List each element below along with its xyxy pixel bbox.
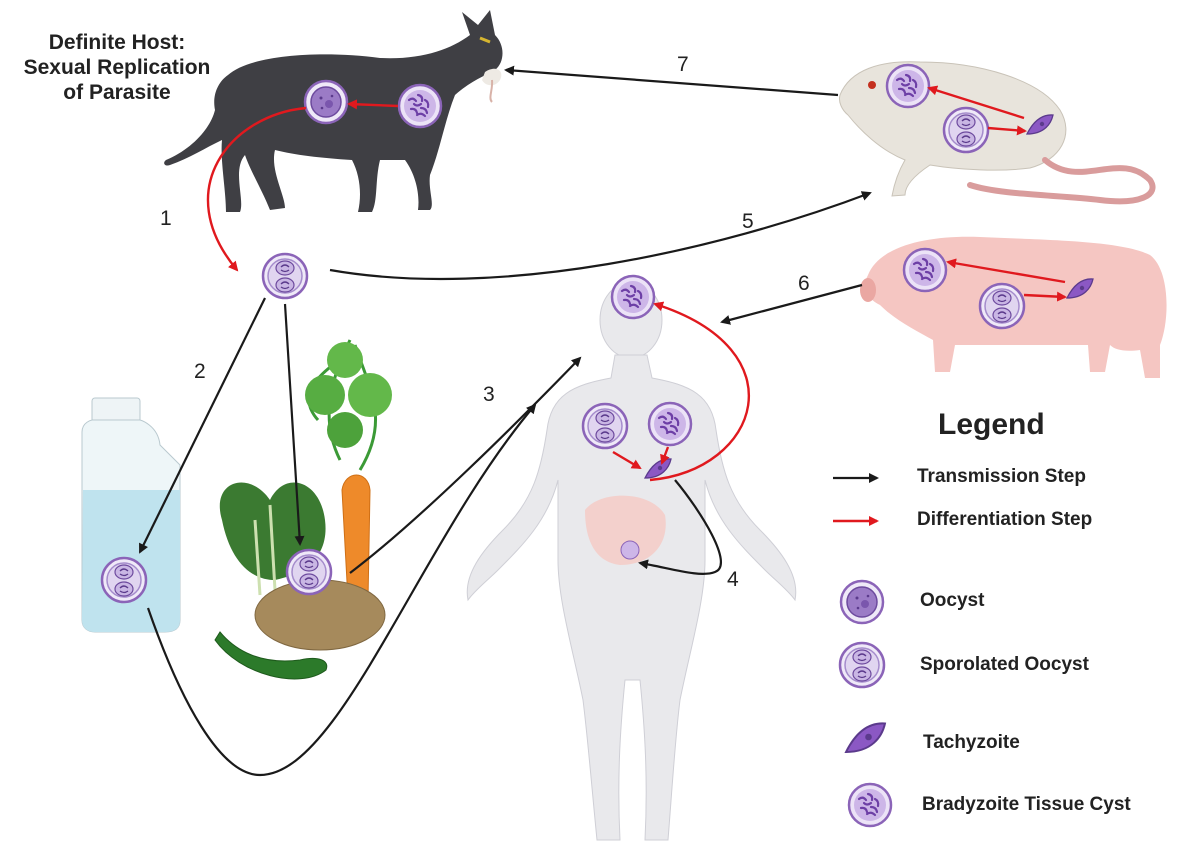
step-label-2: 2 — [194, 360, 206, 384]
rat-intermediate-host — [839, 62, 1152, 202]
step-label-5: 5 — [742, 210, 754, 234]
legend-label-tachyzoite: Tachyzoite — [923, 732, 1020, 754]
human-intermediate-host — [467, 276, 796, 840]
definite-host-title-line1: Definite Host: — [22, 30, 212, 55]
legend-sporulated-oocyst-icon — [840, 643, 884, 687]
legend-label-transmission: Transmission Step — [917, 466, 1086, 488]
vegetables-produce — [215, 340, 392, 679]
legend-label-bradyzoite-cyst: Bradyzoite Tissue Cyst — [922, 794, 1131, 816]
legend-title: Legend — [938, 408, 1045, 442]
water-bottle — [82, 398, 180, 632]
pig-intermediate-host — [860, 237, 1167, 378]
arrow-step-7 — [506, 70, 838, 95]
step-label-4: 4 — [727, 568, 739, 592]
arrow-step-6 — [722, 285, 862, 322]
sporulated-oocyst-environment — [263, 254, 307, 298]
step-label-6: 6 — [798, 272, 810, 296]
legend-tachyzoite-icon — [846, 723, 885, 752]
legend-label-oocyst: Oocyst — [920, 590, 984, 612]
step-label-1: 1 — [160, 207, 172, 231]
definite-host-title-line2: Sexual Replication — [22, 55, 212, 80]
cat-definite-host — [164, 10, 502, 212]
legend-label-sporulated-oocyst: Sporolated Oocyst — [920, 654, 1089, 676]
legend-oocyst-icon — [841, 581, 883, 623]
step-label-3: 3 — [483, 383, 495, 407]
transmission-arrows — [140, 70, 877, 775]
step-label-7: 7 — [677, 53, 689, 77]
arrow-step-5 — [330, 193, 870, 279]
legend-bradyzoite-cyst-icon — [849, 784, 891, 826]
definite-host-title-line3: of Parasite — [22, 80, 212, 105]
definite-host-title: Definite Host: Sexual Replication of Par… — [22, 30, 212, 105]
legend-label-differentiation: Differentiation Step — [917, 509, 1092, 531]
